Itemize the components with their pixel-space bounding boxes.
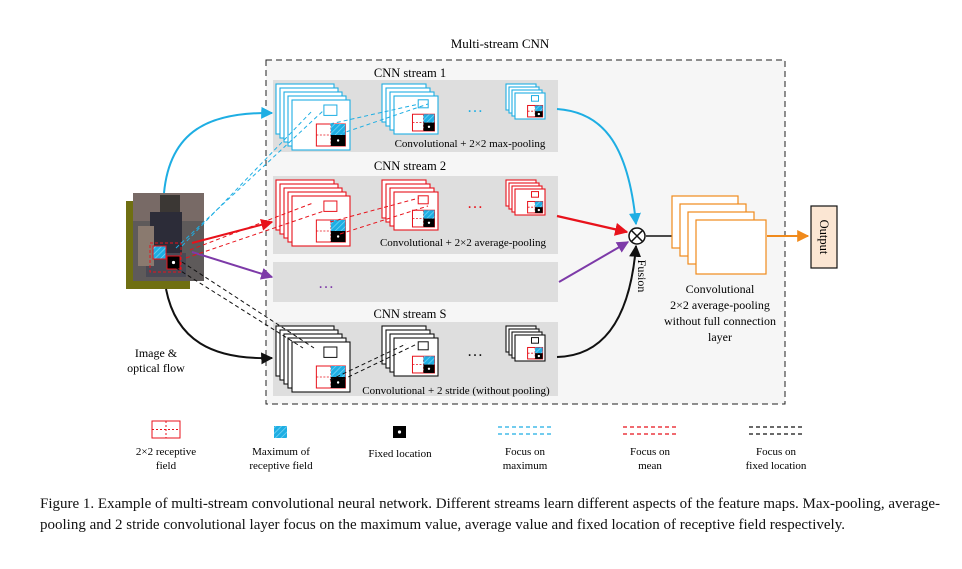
receptive-window (417, 99, 429, 109)
receptive-window (417, 195, 429, 205)
max-cell (330, 124, 346, 135)
stream-s-to-fusion (556, 244, 642, 358)
input-label-line-2: optical flow (127, 361, 185, 375)
input-label-line-1: Image & (135, 346, 178, 360)
max-cell (535, 105, 543, 112)
stream-1-feature-stack-1 (275, 83, 351, 151)
legend-max-line-1: Maximum of (252, 446, 310, 458)
stream-2-ellipsis: … (467, 195, 483, 212)
fixed-dot (537, 354, 541, 358)
input-arrow-stream-3 (191, 251, 274, 280)
fixed-dot (336, 139, 340, 142)
legend-max-line-2: receptive field (249, 460, 313, 472)
legend-black-line-1: Focus on (756, 446, 797, 458)
max-cell (330, 366, 346, 377)
fixed-dot (427, 367, 431, 370)
fixed-dot (427, 125, 431, 128)
receptive-window (531, 191, 539, 198)
stream-2-op: Convolutional + 2×2 average-pooling (380, 237, 547, 249)
stream-s-feature-stack-2 (381, 325, 439, 377)
final-block-line-3: without full connection (664, 314, 776, 328)
output-box (810, 205, 838, 269)
fixed-location-icon (393, 426, 406, 438)
stream-1-to-fusion (556, 108, 641, 226)
stream-1-feature-stack-3 (505, 83, 546, 120)
input-arrow-stream-1 (163, 106, 274, 194)
final-block-line-4: layer (708, 330, 732, 344)
fixed-dot (336, 381, 340, 384)
receptive-window (323, 200, 338, 212)
legend-black-line-2: fixed location (746, 460, 807, 472)
receptive-field-icon (151, 420, 181, 439)
figure-caption: Figure 1. Example of multi-stream convol… (40, 496, 940, 533)
input-image (126, 193, 204, 289)
stream-2-to-fusion (556, 214, 629, 236)
fusion-cross-b (630, 229, 644, 243)
fixed-dot (537, 112, 541, 116)
final-block-line-1: Convolutional (686, 282, 755, 296)
stream-s-ellipsis: … (467, 343, 483, 360)
max-cell (330, 220, 346, 231)
focus-lines-black (175, 261, 418, 381)
fusion-label: Fusion (635, 260, 649, 293)
stream-2-feature-stack-2 (381, 179, 439, 231)
stream-1-label: CNN stream 1 (374, 66, 446, 80)
max-cell (423, 114, 435, 123)
stream-2-feature-stack-1 (275, 179, 351, 247)
max-receptive-icon (274, 426, 287, 438)
fixed-dot (537, 208, 541, 212)
max-cell (535, 201, 543, 208)
stream-1-op: Convolutional + 2×2 max-pooling (395, 138, 546, 150)
stream-1-ellipsis: … (467, 99, 483, 116)
stream-s-label: CNN stream S (374, 307, 447, 321)
dashed-red-icon (623, 426, 677, 435)
input-arrow-stream-2 (191, 218, 274, 244)
receptive-window (323, 346, 338, 358)
diagram-title: Multi-stream CNN (451, 36, 550, 51)
multi-stream-cnn-diagram: Multi-stream CNN CNN stream 1 CNN stream… (126, 36, 838, 472)
legend-red-line-1: Focus on (630, 446, 671, 458)
fixed-dot (336, 235, 340, 238)
dashed-cyan-icon (498, 426, 552, 435)
receptive-window (531, 95, 539, 102)
stream-3-to-fusion (558, 241, 630, 283)
dashed-black-icon (749, 426, 803, 435)
fixed-dot (427, 221, 431, 224)
final-conv-stack (671, 195, 767, 275)
input-arrow-stream-s (165, 288, 274, 365)
max-cell (423, 210, 435, 219)
legend-fixed-line-1: Fixed location (368, 448, 432, 460)
legend-red-line-2: mean (638, 460, 662, 472)
final-block-line-2: 2×2 average-pooling (670, 298, 770, 312)
stream-1-feature-stack-2 (381, 83, 439, 135)
legend-receptive-line-1: 2×2 receptive (136, 446, 196, 458)
stream-2-feature-stack-3 (505, 179, 546, 216)
stream-3-ellipsis: … (318, 275, 334, 292)
legend: 2×2 receptive field Maximum of receptive… (136, 420, 807, 472)
receptive-window (531, 337, 539, 344)
legend-cyan-line-1: Focus on (505, 446, 546, 458)
receptive-window (323, 104, 338, 116)
legend-cyan-line-2: maximum (503, 460, 548, 472)
focus-lines-red (185, 197, 429, 259)
focus-lines-cyan (175, 103, 429, 249)
output-label: Output (817, 220, 831, 255)
stream-s-feature-stack-1 (275, 325, 351, 393)
stream-s-feature-stack-3 (505, 325, 546, 362)
max-cell (423, 356, 435, 365)
stream-2-label: CNN stream 2 (374, 159, 446, 173)
legend-receptive-line-2: field (156, 460, 177, 472)
max-cell (535, 347, 543, 354)
receptive-window (417, 341, 429, 351)
stream-panel-3 (273, 262, 558, 302)
stream-s-op: Convolutional + 2 stride (without poolin… (362, 385, 550, 397)
